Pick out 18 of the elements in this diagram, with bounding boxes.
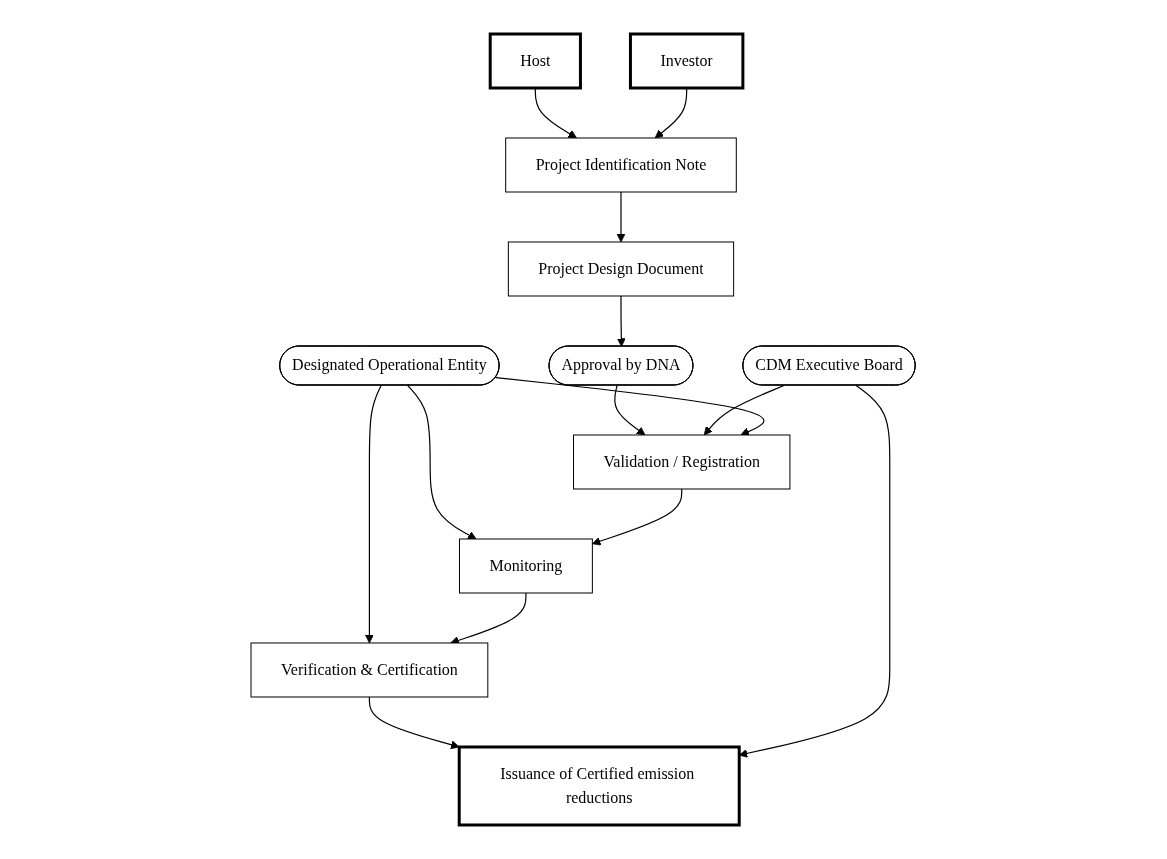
arrow [592, 488, 683, 546]
node-box: Project Identification Note [505, 137, 738, 193]
arrow [407, 384, 477, 540]
arrow [369, 696, 461, 750]
arrow [614, 384, 646, 436]
node-box: Monitoring [459, 538, 594, 594]
node-box: Validation / Registration [573, 434, 791, 490]
node-box: Issuance of Certified emission reductions [458, 745, 742, 827]
arrow [617, 191, 626, 243]
arrow [739, 384, 891, 758]
arrow [365, 384, 383, 644]
node-box: Project Design Document [508, 241, 735, 297]
node-box: Investor [629, 32, 745, 90]
arrow [617, 295, 627, 347]
arrow [495, 377, 765, 436]
arrow [704, 384, 785, 436]
node-box: Verification & Certification [250, 642, 489, 698]
node-box: Host [489, 32, 583, 90]
